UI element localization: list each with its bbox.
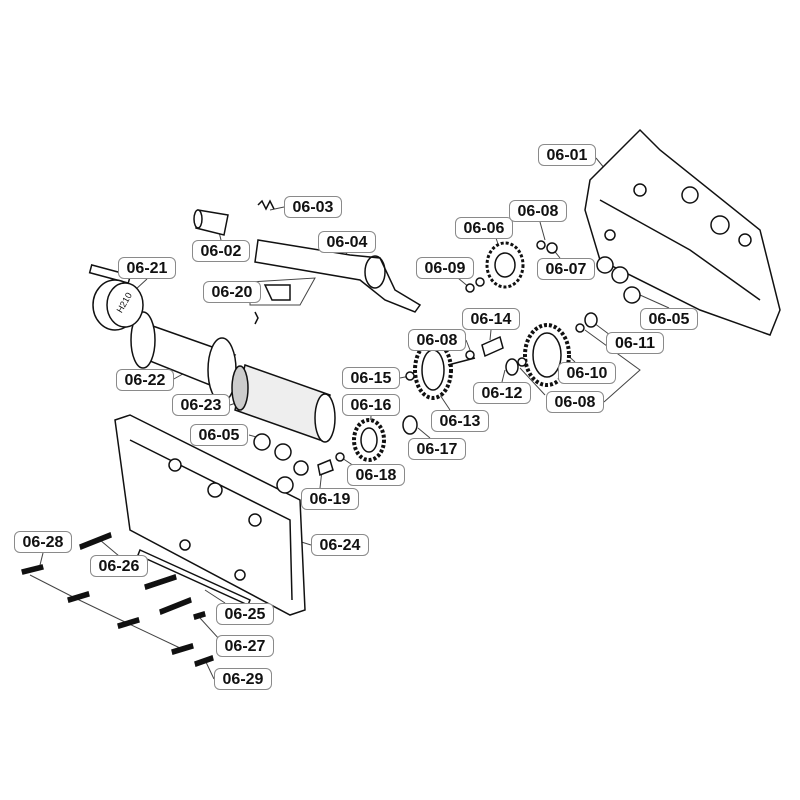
part-label-06-29: 06-29: [214, 668, 272, 690]
part-label-06-04: 06-04: [318, 231, 376, 253]
part-label-06-16: 06-16: [342, 394, 400, 416]
part-label-06-24: 06-24: [311, 534, 369, 556]
part-label-06-05: 06-05: [190, 424, 248, 446]
part-label-06-08: 06-08: [408, 329, 466, 351]
sector-gear: [413, 340, 476, 400]
part-label-06-13: 06-13: [431, 410, 489, 432]
tappet-spring: [257, 199, 275, 211]
part-label-06-27: 06-27: [216, 635, 274, 657]
gearbox-shell-right: [584, 128, 781, 336]
part-label-06-02: 06-02: [192, 240, 250, 262]
piston-gear-small: [352, 418, 386, 462]
part-label-06-12: 06-12: [473, 382, 531, 404]
part-label-06-03: 06-03: [284, 196, 342, 218]
cylinder: [130, 311, 237, 403]
part-label-06-22: 06-22: [116, 369, 174, 391]
part-label-06-20: 06-20: [203, 281, 261, 303]
part-label-06-11: 06-11: [606, 332, 664, 354]
bevel-gear: [485, 241, 525, 289]
part-label-06-08: 06-08: [546, 391, 604, 413]
part-label-06-28: 06-28: [14, 531, 72, 553]
shaft-06-14: [481, 335, 504, 358]
part-label-06-05: 06-05: [640, 308, 698, 330]
screws: [21, 531, 251, 667]
part-label-06-09: 06-09: [416, 257, 474, 279]
nozzle: [193, 209, 229, 236]
part-label-06-26: 06-26: [90, 555, 148, 577]
part-label-06-14: 06-14: [462, 308, 520, 330]
cylinder-head: H210: [88, 264, 144, 331]
part-label-06-08: 06-08: [509, 200, 567, 222]
part-label-06-17: 06-17: [408, 438, 466, 460]
part-label-06-19: 06-19: [301, 488, 359, 510]
part-label-06-18: 06-18: [347, 464, 405, 486]
part-label-06-06: 06-06: [455, 217, 513, 239]
piston: [231, 364, 336, 443]
gearbox-shell-left: [114, 414, 306, 616]
part-label-06-07: 06-07: [537, 258, 595, 280]
anti-reversal-latch: [254, 284, 291, 325]
part-label-06-25: 06-25: [216, 603, 274, 625]
bushings: [253, 240, 641, 494]
part-label-06-15: 06-15: [342, 367, 400, 389]
part-label-06-23: 06-23: [172, 394, 230, 416]
part-label-06-01: 06-01: [538, 144, 596, 166]
tappet-plate: [254, 239, 422, 313]
part-label-06-10: 06-10: [558, 362, 616, 384]
part-label-06-21: 06-21: [118, 257, 176, 279]
